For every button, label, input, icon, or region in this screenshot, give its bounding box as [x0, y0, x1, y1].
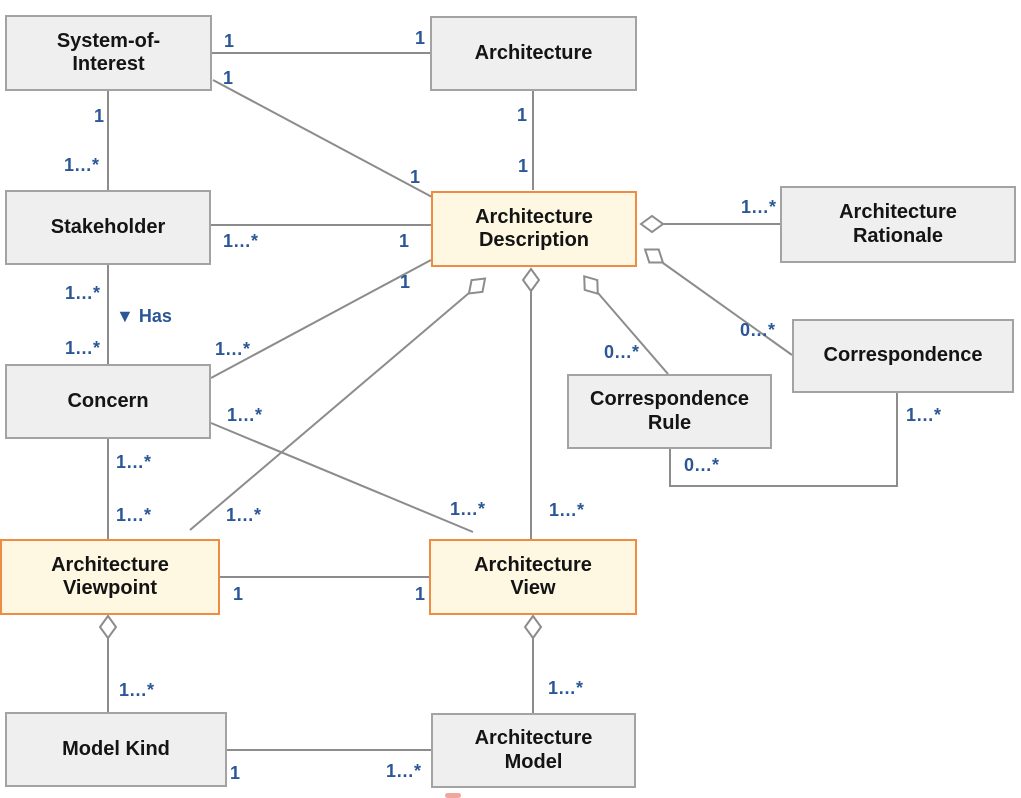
edge-ad-aggregates-correspondence — [643, 248, 793, 356]
multiplicity-label: 1…* — [549, 500, 585, 520]
multiplicity-label: 1 — [415, 584, 426, 604]
multiplicity-label: 1…* — [65, 283, 101, 303]
multiplicity-label: 1 — [230, 763, 241, 783]
node-architecture-viewpoint: Architecture Viewpoint — [0, 539, 220, 615]
multiplicity-label: 1 — [399, 231, 410, 251]
multiplicity-label: 1…* — [65, 338, 101, 358]
multiplicity-label: 1…* — [215, 339, 251, 359]
multiplicity-label: 1…* — [227, 405, 263, 425]
node-architecture-view: Architecture View — [429, 539, 637, 615]
multiplicity-label: 1…* — [548, 678, 584, 698]
multiplicity-label: 1 — [410, 167, 421, 187]
aggregation-diamond-icon — [583, 274, 599, 296]
cropped-text-fragment — [445, 793, 461, 798]
aggregation-diamond-icon — [523, 614, 543, 640]
multiplicity-label: 1…* — [223, 231, 259, 251]
node-architecture: Architecture — [430, 16, 637, 91]
multiplicity-label: 1 — [233, 584, 244, 604]
multiplicity-label: 1 — [518, 156, 529, 176]
multiplicity-label: 1 — [223, 68, 234, 88]
multiplicity-label: 0…* — [604, 342, 640, 362]
multiplicity-label: 1 — [224, 31, 235, 51]
multiplicity-label: 1…* — [116, 505, 152, 525]
multiplicity-label: 1 — [415, 28, 426, 48]
edge-ad-aggregates-rationale — [639, 214, 780, 234]
multiplicity-label: 0…* — [684, 455, 720, 475]
edge-view-aggregates-architecture-model — [523, 614, 543, 713]
multiplicity-label: 1 — [517, 105, 528, 125]
node-correspondence-rule: Correspondence Rule — [567, 374, 772, 449]
multiplicity-label: 1…* — [226, 505, 262, 525]
association-name-has: ▼ Has — [116, 306, 172, 326]
multiplicity-label: 1…* — [119, 680, 155, 700]
edge-ad-aggregates-viewpoint — [189, 277, 487, 531]
edge-concern-architecture-view — [210, 422, 474, 533]
aggregation-diamond-icon — [467, 277, 487, 295]
node-system-of-interest: System-of- Interest — [5, 15, 212, 91]
aggregation-diamond-icon — [521, 267, 541, 293]
node-architecture-description: Architecture Description — [431, 191, 637, 267]
multiplicity-label: 1…* — [450, 499, 486, 519]
edge-ad-aggregates-view — [521, 267, 541, 539]
multiplicity-label: 1…* — [116, 452, 152, 472]
multiplicity-label: 0…* — [740, 320, 776, 340]
node-concern: Concern — [5, 364, 211, 439]
node-architecture-model: Architecture Model — [431, 713, 636, 788]
node-architecture-rationale: Architecture Rationale — [780, 186, 1016, 263]
multiplicity-label: 1…* — [64, 155, 100, 175]
multiplicity-label: 1…* — [386, 761, 422, 781]
multiplicity-label: 1 — [400, 272, 411, 292]
aggregation-diamond-icon — [98, 614, 118, 640]
multiplicity-label: 1…* — [741, 197, 777, 217]
aggregation-diamond-icon — [643, 248, 665, 264]
edge-ad-aggregates-correspondence-rule — [583, 274, 669, 375]
node-stakeholder: Stakeholder — [5, 190, 211, 265]
node-model-kind: Model Kind — [5, 712, 227, 787]
edge-correspondence-correspondence-rule — [669, 393, 898, 487]
multiplicity-label: 1 — [94, 106, 105, 126]
multiplicity-label: 1…* — [906, 405, 942, 425]
edge-viewpoint-aggregates-modelkind — [98, 614, 118, 712]
edge-concern-architecture-description — [210, 259, 432, 379]
aggregation-diamond-icon — [639, 214, 665, 234]
edge-soi-architecture-description — [212, 79, 433, 198]
node-correspondence: Correspondence — [792, 319, 1014, 393]
